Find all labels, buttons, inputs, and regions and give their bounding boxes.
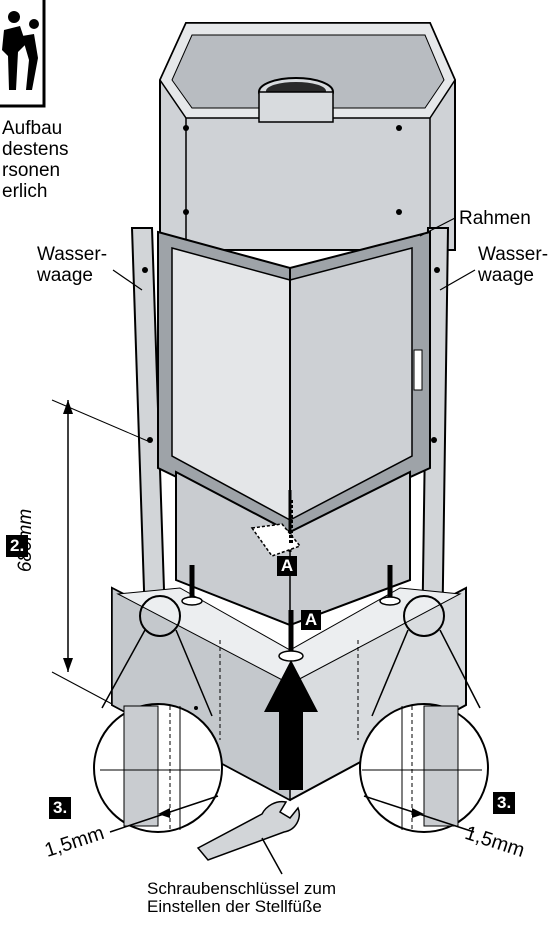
warning-line-2: destens — [2, 139, 69, 160]
level-right-label-2: waage — [478, 265, 534, 286]
adjusting-feet — [181, 500, 401, 662]
top-casing — [159, 22, 456, 251]
level-right-label-1: Wasser- — [478, 244, 549, 265]
level-left-label-1: Wasser- — [37, 244, 108, 265]
wrench-label-2: Einstellen der Stellfüße — [147, 897, 322, 916]
warning-line-4: erlich — [2, 181, 48, 202]
step-2-badge: 2. — [6, 535, 29, 557]
marker-a-lower: A — [301, 610, 321, 630]
step-3-right-badge: 3. — [493, 792, 516, 814]
frame — [157, 230, 431, 534]
two-persons-lifting-icon — [0, 0, 46, 108]
detail-circle-left — [93, 595, 223, 833]
frame-label: Rahmen — [459, 208, 531, 229]
detail-circle-right — [359, 595, 489, 833]
marker-a-upper: A — [277, 556, 297, 576]
warning-line-3: rsonen — [2, 160, 61, 181]
level-left-label-2: waage — [37, 265, 93, 286]
wrench-label-1: Schraubenschlüssel zum — [147, 879, 336, 898]
lift-arrow — [264, 660, 318, 790]
lower-body — [175, 470, 411, 627]
step-3-left-badge: 3. — [49, 797, 72, 819]
leader-lines — [112, 217, 476, 291]
wrench-icon — [196, 800, 300, 875]
height-dimension — [51, 399, 151, 705]
warning-line-1: Aufbau — [2, 118, 63, 139]
